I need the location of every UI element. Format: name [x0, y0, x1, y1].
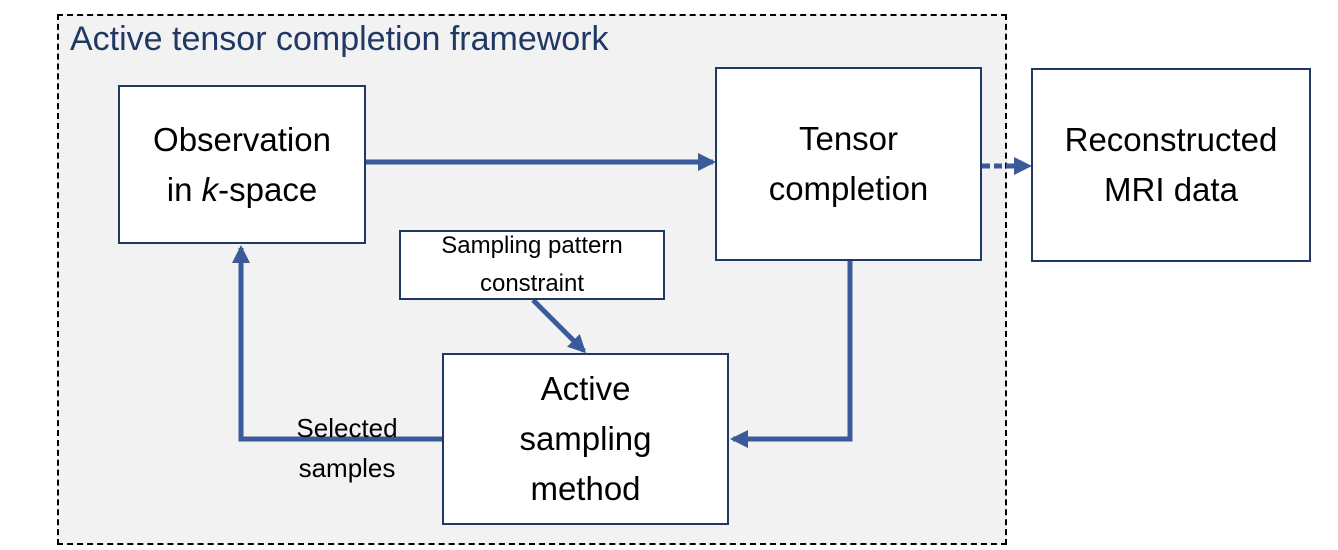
- observation-line2: in k-space: [167, 165, 317, 215]
- observation-prefix: in: [166, 170, 202, 208]
- selected-samples-line1: Selected: [296, 413, 398, 443]
- observation-k: k: [201, 170, 219, 208]
- sampling-pattern-line1: Sampling pattern: [441, 232, 623, 259]
- framework-title: Active tensor completion framework: [70, 20, 609, 58]
- reconstructed-line1: Reconstructed: [1064, 121, 1278, 158]
- active-sampling-line1: Active: [540, 370, 631, 407]
- reconstructed-box: Reconstructed MRI data: [1031, 68, 1311, 262]
- active-sampling-line3: method: [530, 470, 641, 507]
- observation-box: Observation in k-space: [118, 85, 366, 244]
- observation-line1: Observation: [153, 120, 331, 158]
- sampling-pattern-box: Sampling pattern constraint: [399, 230, 665, 300]
- observation-suffix: -space: [218, 170, 318, 208]
- selected-samples-label: Selected samples: [262, 408, 432, 488]
- selected-samples-line2: samples: [298, 453, 396, 483]
- active-sampling-line2: sampling: [519, 420, 652, 457]
- reconstructed-line2: MRI data: [1104, 171, 1238, 208]
- sampling-pattern-line2: constraint: [479, 270, 585, 297]
- tensor-completion-box: Tensor completion: [715, 67, 982, 261]
- tensor-completion-line2: completion: [768, 170, 929, 207]
- active-sampling-box: Active sampling method: [442, 353, 729, 525]
- tensor-completion-line1: Tensor: [798, 120, 899, 157]
